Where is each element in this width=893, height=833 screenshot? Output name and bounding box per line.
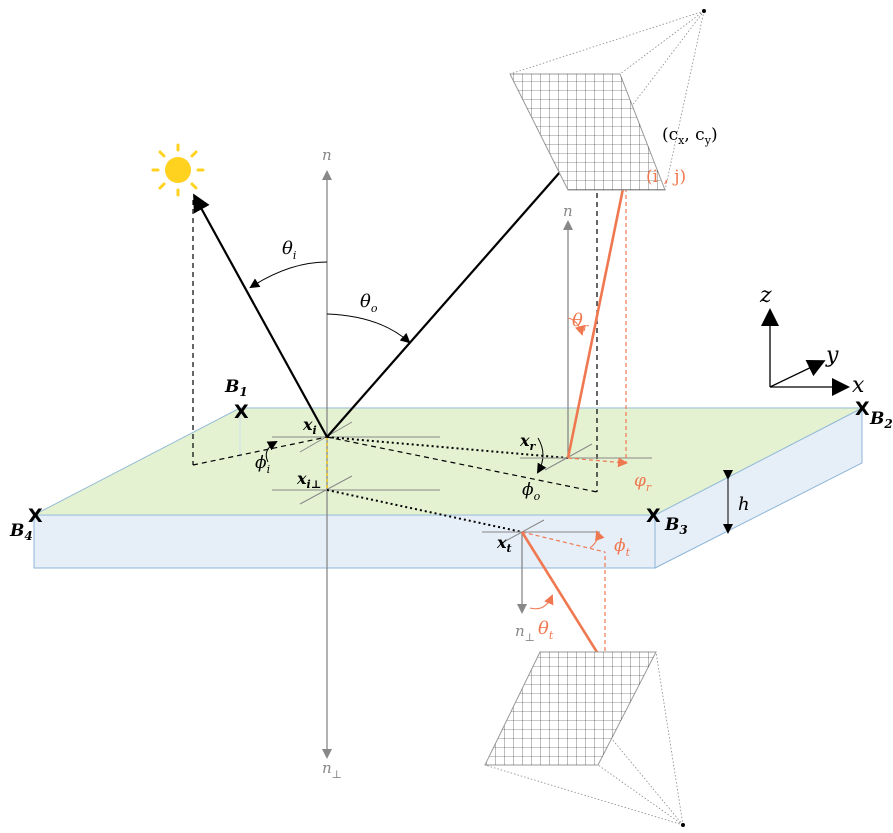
x-mark-icon: X [28,505,43,527]
phi-t-label: ϕt [614,536,631,559]
n-perp-bottom-label: n⊥ [322,759,342,781]
n-top-label: n [322,146,332,164]
xt-label: xt [496,533,512,555]
ij-label: (i , j) [646,167,686,187]
n-reflect-label: n [563,202,573,220]
xr-label: xr [519,431,537,453]
axis-x-label: x [852,373,865,398]
xi-label: xi [302,415,317,437]
slab-top-face [33,407,863,516]
sun-icon [151,143,205,197]
corner-b2: X B2 [855,398,893,431]
corner-b4: X B4 [9,505,43,543]
path-xiperp-xt [326,489,523,533]
path-xi-xr [326,436,569,459]
xiperp-label: xi⊥ [296,469,321,491]
b1-label: B1 [224,377,248,399]
b2-label: B2 [869,409,893,431]
x-mark-icon: X [646,505,661,527]
h-label: h [738,494,750,515]
theta-i-label: θi [282,238,296,262]
thickness-marker: h [723,470,750,534]
bottom-camera [484,651,685,827]
phi-o-label: ϕo [522,480,541,503]
corner-b1: X B1 [224,377,249,423]
cxcy-label: (cx, cy) [662,125,718,147]
x-mark-icon: X [855,398,870,420]
slab-top-tint [34,408,862,515]
corner-b3: X B3 [646,505,688,537]
reflected-camera-ray: θr φr [566,169,652,494]
xt-local-frame: n⊥ [482,519,600,644]
coordinate-axes: z y x [759,283,865,398]
incident-ray [192,193,328,466]
x-mark-icon: X [234,401,249,423]
b3-label: B3 [664,515,688,537]
theta-r-label: θr [572,310,589,334]
theta-o-arc: θo [326,291,411,344]
phi-i-arc: ϕi [255,441,278,476]
b4-label: B4 [9,521,33,543]
n-trans-label: n⊥ [515,622,535,644]
theta-o-label: θo [360,291,378,315]
theta-i-arc: θi [249,238,328,289]
theta-t-label: θt [538,618,554,642]
top-camera: (cx, cy) (i , j) [509,9,718,191]
slab-side-face [33,514,656,569]
slab [33,407,863,569]
phi-i-label: ϕi [255,453,270,476]
phi-r-label: φr [634,471,652,494]
axis-z-label: z [759,283,772,308]
axis-y-label: y [825,343,839,368]
